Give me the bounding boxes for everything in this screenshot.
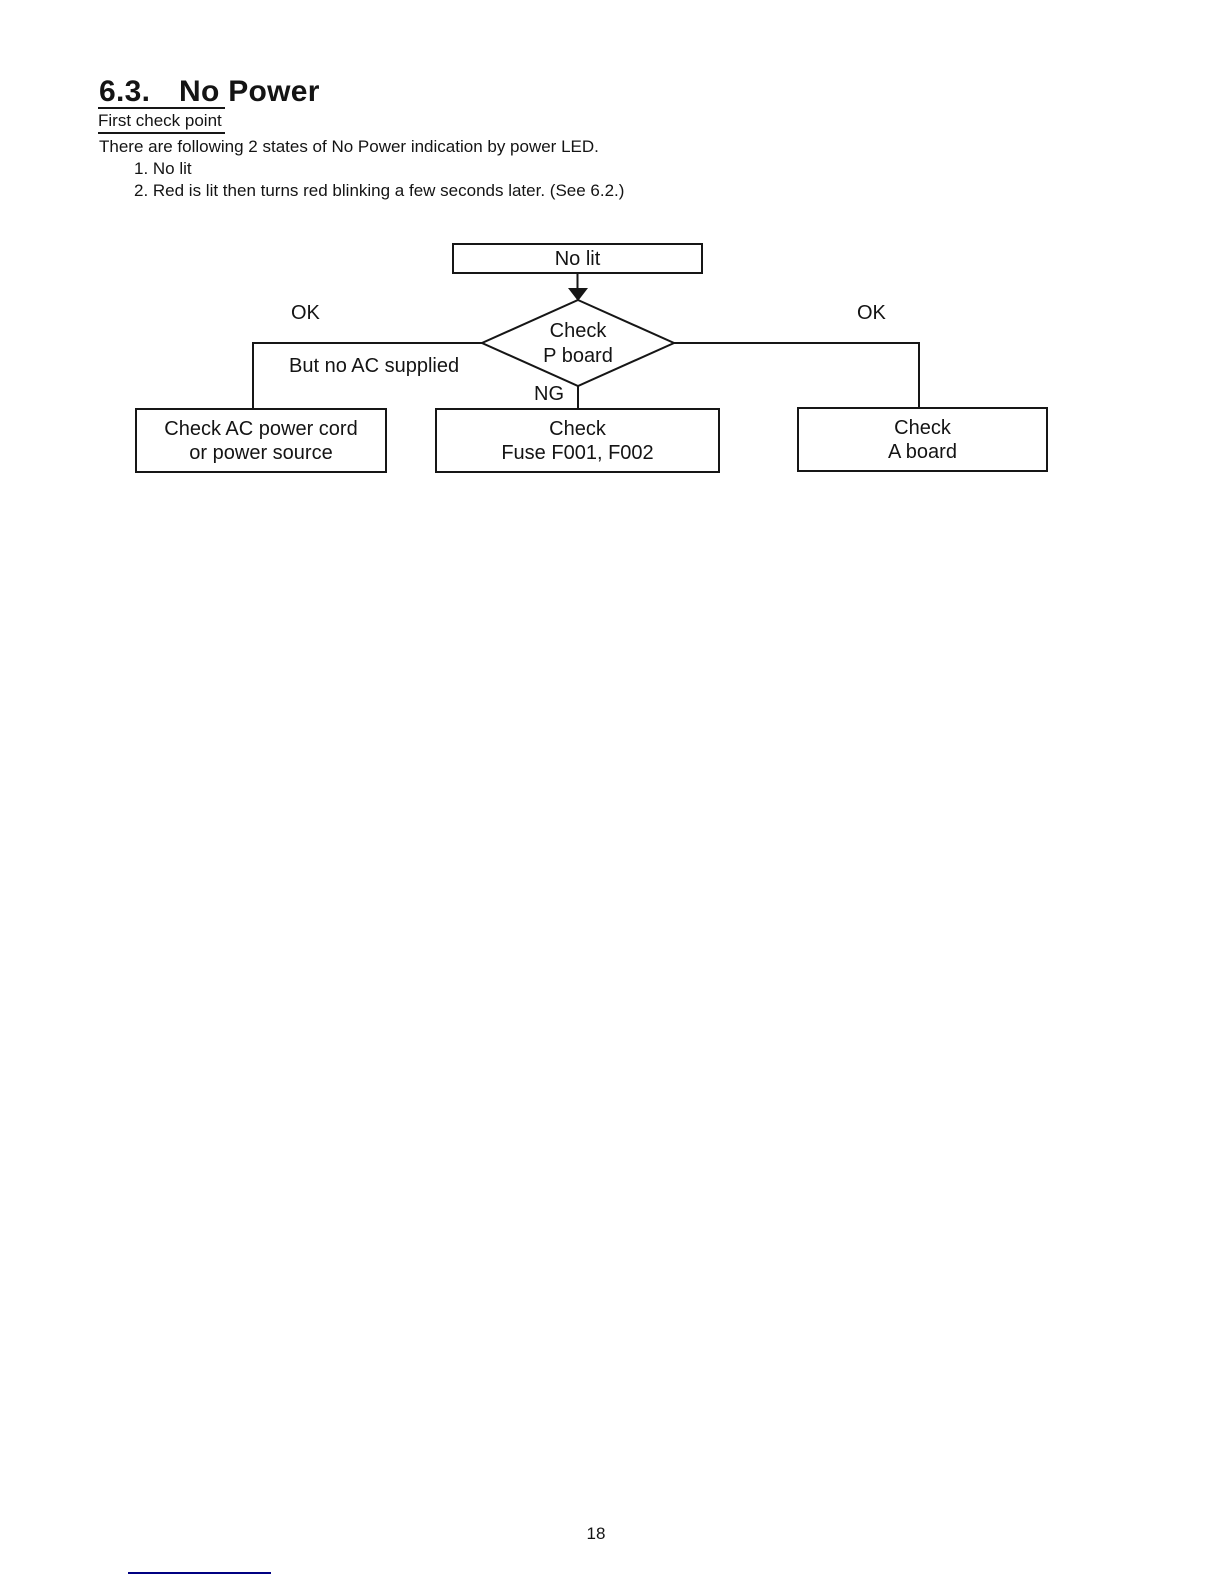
arrow-head-icon <box>568 288 588 301</box>
connector-right <box>674 342 920 407</box>
branch-label-but-no-ac-supplied: But no AC supplied <box>289 355 460 377</box>
flow-node-no-lit: No lit <box>452 243 703 274</box>
decision-line1: Check <box>549 320 607 342</box>
branch-label-ok-right: OK <box>857 302 886 324</box>
flow-node-check-a-board: Check A board <box>797 407 1048 472</box>
flow-node-line2: A board <box>888 440 957 463</box>
list-item: 1. No lit <box>134 159 192 178</box>
intro-text: There are following 2 states of No Power… <box>99 137 599 156</box>
list-item: 2. Red is lit then turns red blinking a … <box>134 181 625 200</box>
branch-label-ok-left: OK <box>291 302 320 324</box>
decision-line2: P board <box>543 345 613 367</box>
flow-node-label: No lit <box>554 247 601 270</box>
section-title: No Power <box>179 75 320 108</box>
flow-node-line1: Check AC power cord <box>164 417 358 440</box>
first-check-point-label: First check point <box>98 107 225 134</box>
section-number: 6.3. <box>99 75 151 108</box>
flow-node-line1: Check <box>894 416 951 439</box>
flow-node-line2: Fuse F001, F002 <box>501 441 654 464</box>
page-number: 18 <box>586 1524 606 1543</box>
flow-node-check-ac-power-cord: Check AC power cord or power source <box>135 408 387 473</box>
flow-node-line1: Check <box>549 417 606 440</box>
section-heading: 6.3. No Power <box>99 75 320 109</box>
footer-rule <box>128 1572 271 1574</box>
branch-label-ng: NG <box>534 383 564 405</box>
flow-node-line2: or power source <box>189 441 333 464</box>
decision-diamond <box>479 298 677 388</box>
flow-decision-check-p-board: Check P board <box>482 319 674 369</box>
flow-node-check-fuse: Check Fuse F001, F002 <box>435 408 720 473</box>
